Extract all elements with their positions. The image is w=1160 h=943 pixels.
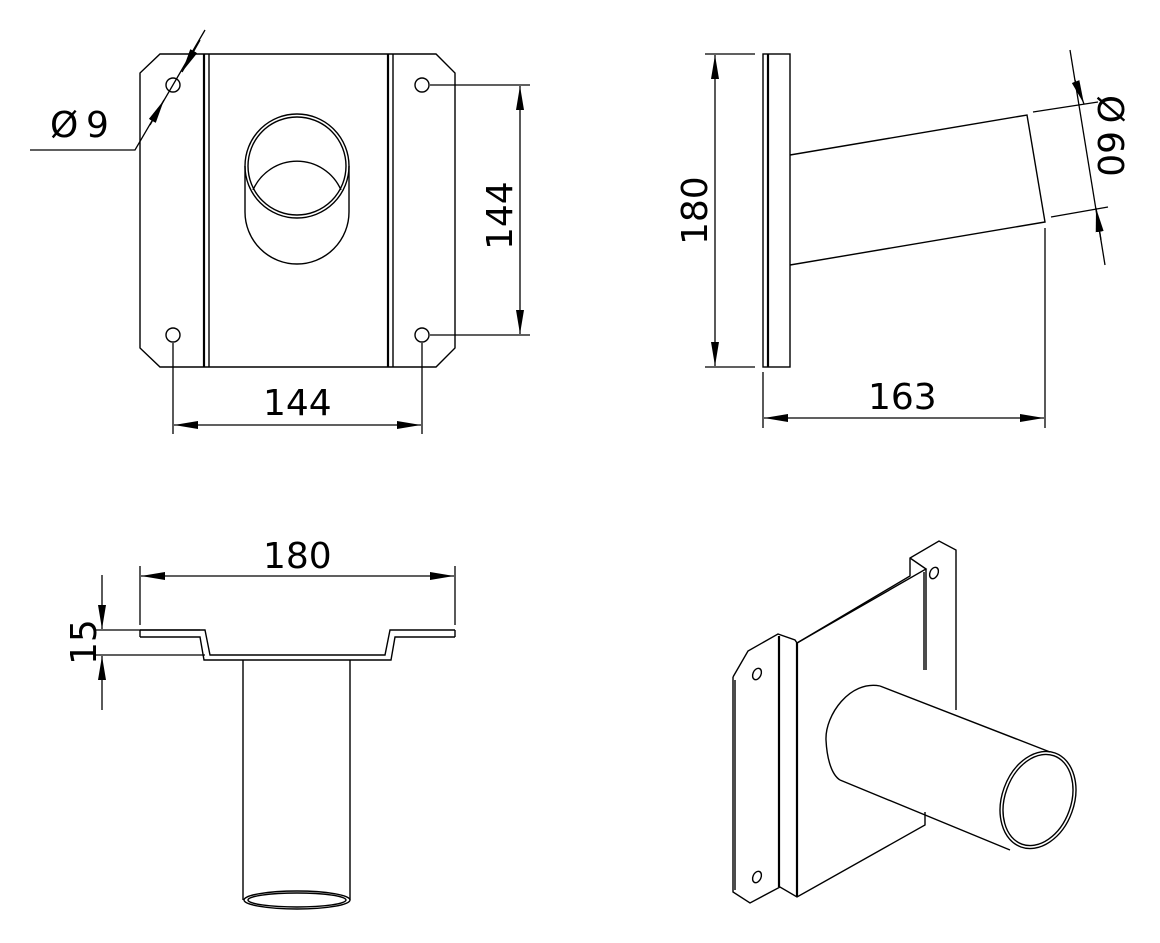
bracket-bottom-edge xyxy=(732,677,926,904)
diameter-symbol: Ø xyxy=(1089,95,1130,123)
hole xyxy=(751,870,763,884)
plate-side xyxy=(762,53,791,368)
flange-offset-label: 15 xyxy=(64,619,105,665)
tube-iso xyxy=(825,684,1077,851)
dimension-hole-diameter: Ø 9 xyxy=(30,29,206,151)
hole xyxy=(165,327,181,343)
mounting-plate-outline xyxy=(139,53,456,368)
dimension-horizontal-144: 144 xyxy=(172,343,423,434)
hole-spacing-horizontal-label: 144 xyxy=(263,383,332,424)
hole xyxy=(751,667,763,681)
bend-line xyxy=(202,54,390,367)
tube-end xyxy=(244,113,350,265)
hole-spacing-vertical-label: 144 xyxy=(480,181,521,250)
dimension-180: 180 xyxy=(675,53,755,368)
dimension-vertical-144: 144 xyxy=(430,84,530,336)
front-view: Ø 9 144 144 xyxy=(30,29,530,434)
top-view: 180 15 xyxy=(64,536,456,910)
dimension-tube-diameter: Ø 60 xyxy=(1032,49,1130,266)
tube-top xyxy=(242,660,351,900)
side-view: 180 163 Ø 60 xyxy=(675,49,1130,428)
mounting-holes xyxy=(165,77,430,343)
diameter-symbol: Ø xyxy=(50,105,78,146)
plate-height-label: 180 xyxy=(675,176,716,245)
dimension-15: 15 xyxy=(64,575,205,710)
dimension-180-top: 180 xyxy=(139,536,456,625)
hole-diameter-label: 9 xyxy=(86,105,109,146)
bend-line-inner xyxy=(208,54,394,367)
isometric-view xyxy=(732,540,1077,904)
bracket-top-edge xyxy=(732,540,957,710)
plate-width-label: 180 xyxy=(263,536,332,577)
tube-side xyxy=(789,114,1046,266)
tube-diameter-label: 60 xyxy=(1089,131,1130,177)
hole xyxy=(928,566,940,580)
projection-length-label: 163 xyxy=(868,377,937,418)
hole xyxy=(165,77,181,93)
hole xyxy=(414,327,430,343)
hole xyxy=(414,77,430,93)
dimension-163: 163 xyxy=(762,228,1046,428)
plate-profile xyxy=(139,629,456,661)
